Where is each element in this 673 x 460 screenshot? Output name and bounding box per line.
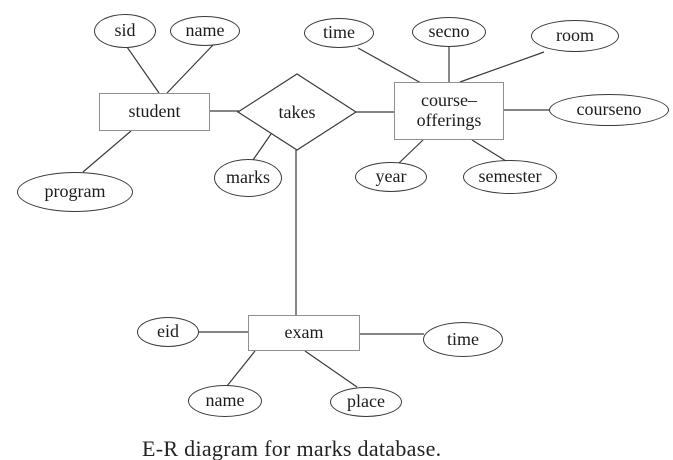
edge-exam-place xyxy=(304,350,358,388)
attribute-secno: secno xyxy=(412,17,486,47)
attribute-exam-time: time xyxy=(423,322,503,357)
edge-name-student xyxy=(166,44,214,94)
attribute-year: year xyxy=(355,162,427,192)
entity-exam: exam xyxy=(248,315,360,351)
entity-student: student xyxy=(99,93,210,131)
attribute-marks: marks xyxy=(214,159,282,197)
attribute-semester: semester xyxy=(463,160,557,194)
takes-diamond xyxy=(236,73,358,151)
attribute-sid: sid xyxy=(94,14,156,48)
attribute-program: program xyxy=(17,172,133,212)
edge-room-courseofferings xyxy=(459,51,545,83)
entity-course-offerings-label-line1: course– xyxy=(421,90,477,111)
edge-exam-name xyxy=(226,350,256,387)
diagram-caption: E-R diagram for marks database. xyxy=(142,436,442,460)
attribute-courseno: courseno xyxy=(549,94,669,126)
edge-student-program xyxy=(82,130,132,173)
attribute-room: room xyxy=(531,20,619,52)
relationship-takes-label: takes xyxy=(278,101,316,122)
attribute-eid: eid xyxy=(137,317,199,347)
attribute-course-time: time xyxy=(304,18,374,48)
attribute-place: place xyxy=(330,387,402,417)
attribute-exam-name: name xyxy=(188,385,262,417)
edge-courseofferings-year xyxy=(398,139,424,164)
attribute-student-name: name xyxy=(170,16,240,46)
entity-course-offerings: course– offerings xyxy=(394,82,504,140)
edge-takes-marks xyxy=(252,133,272,161)
edge-sid-student xyxy=(126,46,160,94)
entity-course-offerings-label-line2: offerings xyxy=(416,110,482,130)
edge-time-courseofferings xyxy=(357,47,422,84)
edge-courseofferings-semester xyxy=(471,139,507,162)
